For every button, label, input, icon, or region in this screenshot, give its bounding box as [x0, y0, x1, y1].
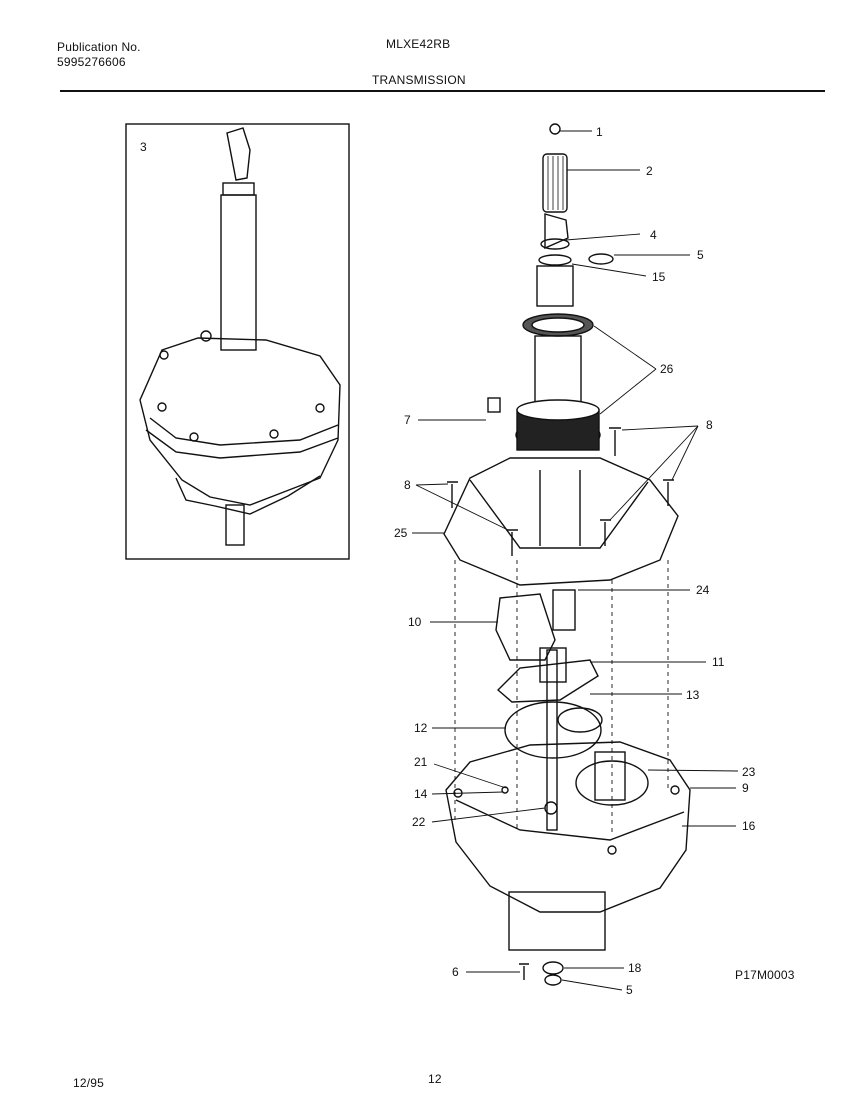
drive-shaft [546, 649, 558, 831]
part-8-screw-c [447, 481, 458, 508]
part-8-screw-b [663, 479, 674, 506]
part-8-screw-a [609, 427, 621, 456]
part-4-cam [544, 213, 569, 250]
callout-4: 4 [650, 228, 657, 242]
part-8-screw-e [600, 519, 611, 546]
upper-shaft [536, 265, 574, 307]
inset-housing-top [139, 337, 341, 506]
part-25-cover [443, 457, 679, 586]
inset-shaft-collar [222, 182, 255, 196]
part-1-bolt [549, 123, 561, 135]
part-9-gear [575, 760, 649, 806]
part-11-pinion [539, 647, 567, 683]
header-rule [60, 90, 825, 92]
callout-8-right: 8 [706, 418, 713, 432]
model-number: MLXE42RB [386, 37, 451, 51]
part-12-gear [504, 701, 602, 759]
center-tube [534, 335, 582, 407]
part-18-ring [542, 961, 564, 975]
part-2-spline [542, 153, 568, 213]
callout-12: 12 [414, 721, 428, 735]
callout-9: 9 [742, 781, 749, 795]
page-number: 12 [428, 1072, 442, 1086]
callout-22: 22 [412, 815, 426, 829]
callout-14: 14 [414, 787, 428, 801]
footer-date: 12/95 [73, 1076, 105, 1090]
callout-18: 18 [628, 961, 642, 975]
part-6-bolt [519, 963, 529, 980]
part-5-lower-ring [544, 974, 562, 986]
part-7-plug [487, 397, 501, 413]
inset-output-shaft [225, 504, 245, 546]
callout-2: 2 [646, 164, 653, 178]
callout-24: 24 [696, 583, 710, 597]
part-23-pinion [594, 751, 626, 801]
callout-5-lower: 5 [626, 983, 633, 997]
part-8-screw-d [507, 529, 518, 556]
callout-labels: 1 2 4 5 15 26 7 8 8 25 24 10 11 13 12 21… [394, 125, 756, 997]
part-24-pinion [552, 589, 576, 631]
inset-frame [125, 123, 350, 560]
callout-21: 21 [414, 755, 428, 769]
publication-number: 5995276606 [57, 55, 126, 69]
diagram-code: P17M0003 [735, 968, 795, 982]
callout-16: 16 [742, 819, 756, 833]
publication-label: Publication No. [57, 40, 141, 54]
callout-8-left: 8 [404, 478, 411, 492]
part-14-pin [501, 786, 509, 794]
housing-base [508, 891, 606, 951]
inset-shaft [220, 194, 257, 351]
part-5-ring [588, 253, 614, 265]
callout-15: 15 [652, 270, 666, 284]
callout-23: 23 [742, 765, 756, 779]
callout-1: 1 [596, 125, 603, 139]
part-15-washer [538, 254, 572, 266]
section-title: TRANSMISSION [372, 73, 466, 87]
callout-25: 25 [394, 526, 408, 540]
callout-13: 13 [686, 688, 700, 702]
callout-7: 7 [404, 413, 411, 427]
callout-5: 5 [697, 248, 704, 262]
callout-26: 26 [660, 362, 674, 376]
callout-inset-3: 3 [140, 140, 147, 154]
part-13-plate [496, 659, 599, 703]
callout-11: 11 [712, 655, 725, 669]
lower-housing [445, 741, 691, 913]
callout-6: 6 [452, 965, 459, 979]
part-10-gear [495, 593, 556, 661]
inset-vent [200, 330, 212, 342]
inset-shaft-tip [226, 127, 251, 181]
callout-10: 10 [408, 615, 422, 629]
